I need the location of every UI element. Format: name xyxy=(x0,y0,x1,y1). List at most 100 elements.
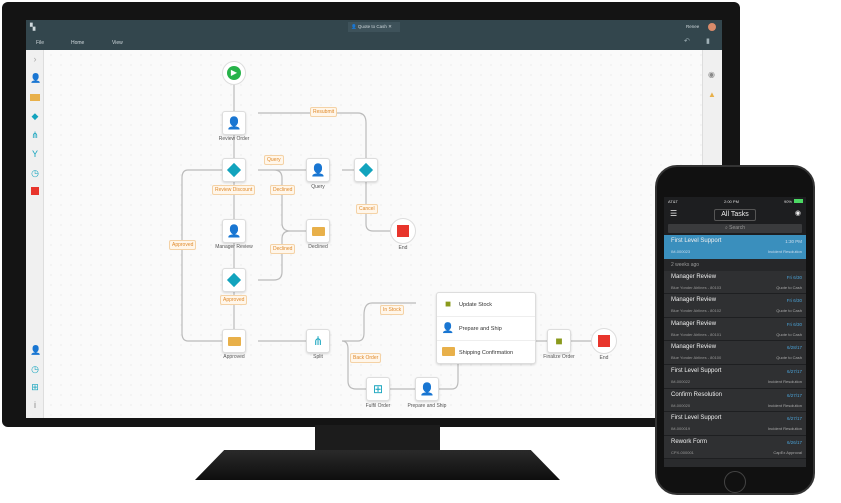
task-sub: IM-000022 xyxy=(671,378,691,384)
task-category: Quote to Cash xyxy=(776,331,802,337)
delete-icon[interactable]: ▮ xyxy=(706,38,710,45)
monitor: ▚ 👤 Quote to Cash ✕ Renee File Home View… xyxy=(2,2,740,427)
menu-home[interactable]: Home xyxy=(71,40,85,46)
node-finalize-order[interactable]: ■ xyxy=(547,329,571,353)
menu-icon[interactable]: ☰ xyxy=(670,209,678,218)
user-name[interactable]: Renee xyxy=(686,24,700,29)
user-task-icon[interactable]: 👤 xyxy=(30,345,42,355)
edge-label: Declined xyxy=(270,244,296,254)
view-icon[interactable]: ◉ xyxy=(708,70,715,79)
task-category: Incident Resolution xyxy=(767,378,802,384)
task-title: Manager Review xyxy=(671,297,717,304)
timer-icon[interactable]: ◷ xyxy=(31,168,39,178)
battery-text: 90% xyxy=(783,199,792,204)
phone: AT&T 2:00 PM 90% ☰ All Tasks ◉ ⌕ Search … xyxy=(655,165,815,495)
timer-icon[interactable]: ◷ xyxy=(31,364,39,374)
user-task-icon[interactable]: 👤 xyxy=(30,73,42,83)
node-split[interactable]: ⋔ xyxy=(306,329,330,353)
title-bar: ▚ 👤 Quote to Cash ✕ Renee File Home View… xyxy=(26,20,722,50)
item-label: Shipping Confirmation xyxy=(459,350,514,356)
group-item-update-stock[interactable]: ■Update Stock xyxy=(437,293,535,317)
task-category: Incident Resolution xyxy=(767,249,802,254)
node-fulfil-order[interactable]: ⊞ xyxy=(366,377,390,401)
email-icon xyxy=(311,226,325,236)
home-button[interactable] xyxy=(724,471,746,493)
parallel-group[interactable]: ■Update Stock 👤Prepare and Ship Shipping… xyxy=(436,292,536,364)
menu-view[interactable]: View xyxy=(112,40,123,46)
decision-icon[interactable]: ◆ xyxy=(31,111,39,121)
info-icon[interactable]: i xyxy=(34,400,36,410)
group-item-shipping-confirmation[interactable]: Shipping Confirmation xyxy=(437,341,535,365)
tab-quote-to-cash[interactable]: 👤 Quote to Cash ✕ xyxy=(348,22,400,32)
email-icon[interactable] xyxy=(30,94,40,101)
task-category: Quote to Cash xyxy=(776,355,802,361)
task-sub: IM-000023 xyxy=(671,249,691,254)
task-sub: Blue Yonder Airlines - 80100 xyxy=(671,355,722,361)
expand-chevron-icon[interactable]: › xyxy=(33,54,37,64)
stop-icon xyxy=(397,225,409,237)
node-approved[interactable] xyxy=(222,329,246,353)
end-event[interactable] xyxy=(390,218,416,244)
user-task-icon: 👤 xyxy=(419,382,435,396)
warning-icon[interactable]: ▲ xyxy=(708,90,716,99)
node-manager-review[interactable]: 👤 xyxy=(222,219,246,243)
merge-icon[interactable]: Y xyxy=(31,149,38,159)
node-label: End xyxy=(398,245,408,251)
status-bar: AT&T 2:00 PM 90% xyxy=(664,197,806,206)
edge-label: Approved xyxy=(220,295,248,305)
subprocess-icon[interactable]: ⊞ xyxy=(31,382,39,392)
user-task-icon: 👤 xyxy=(226,224,242,238)
node-query[interactable]: 👤 xyxy=(306,158,330,182)
split-icon: ⋔ xyxy=(312,334,324,348)
task-category: CapEx Approval xyxy=(773,449,802,455)
start-event[interactable]: ▶ xyxy=(222,61,246,85)
node-label: Query xyxy=(311,184,325,190)
task-date: 1:30 PM xyxy=(785,239,802,244)
end-icon[interactable] xyxy=(31,187,39,195)
node-prepare-ship[interactable]: 👤 xyxy=(415,377,439,401)
task-title: First Level Support xyxy=(671,415,722,422)
task-date: Fri 6/30 xyxy=(786,274,802,280)
email-icon xyxy=(437,347,459,359)
task-sub: Blue Yonder Airlines - 80103 xyxy=(671,284,722,290)
node-label: Declined xyxy=(308,244,328,250)
item-label: Prepare and Ship xyxy=(459,325,502,332)
clock: 2:00 PM xyxy=(724,199,739,204)
task-category: Quote to Cash xyxy=(776,284,802,290)
task-date: 6/27/17 xyxy=(786,416,802,422)
task-item-selected[interactable]: First Level Support IM-000023 1:30 PM In… xyxy=(664,235,806,259)
task-date: Fri 6/30 xyxy=(786,321,802,327)
avatar[interactable] xyxy=(708,23,716,31)
package-icon: ■ xyxy=(444,299,452,310)
undo-icon[interactable]: ↶ xyxy=(684,38,690,45)
decision-manager[interactable] xyxy=(222,268,246,292)
edge-label: Back Order xyxy=(350,353,382,363)
group-item-prepare-ship[interactable]: 👤Prepare and Ship xyxy=(437,317,535,341)
decision-review[interactable] xyxy=(222,158,246,182)
search-input[interactable]: ⌕ Search xyxy=(668,224,802,233)
eye-icon[interactable]: ◉ xyxy=(794,210,801,217)
node-review-order[interactable]: 👤 xyxy=(222,111,246,135)
end-event[interactable] xyxy=(591,328,617,354)
email-icon xyxy=(227,336,241,346)
task-title: Rework Form xyxy=(671,438,708,445)
edge-label: Declined xyxy=(270,185,296,195)
node-label: Finalize Order xyxy=(543,354,575,360)
node-declined[interactable] xyxy=(306,219,330,243)
app-header: ☰ All Tasks ◉ xyxy=(664,206,806,223)
split-icon[interactable]: ⋔ xyxy=(31,130,39,140)
filter-dropdown[interactable]: All Tasks xyxy=(714,209,756,221)
menu-file[interactable]: File xyxy=(36,40,45,46)
decision-query[interactable] xyxy=(354,158,378,182)
subprocess-icon: ⊞ xyxy=(372,382,384,396)
workflow-canvas[interactable]: ▶ 👤 Review Order 👤 Query 👤 Manager Revie… xyxy=(46,50,702,418)
